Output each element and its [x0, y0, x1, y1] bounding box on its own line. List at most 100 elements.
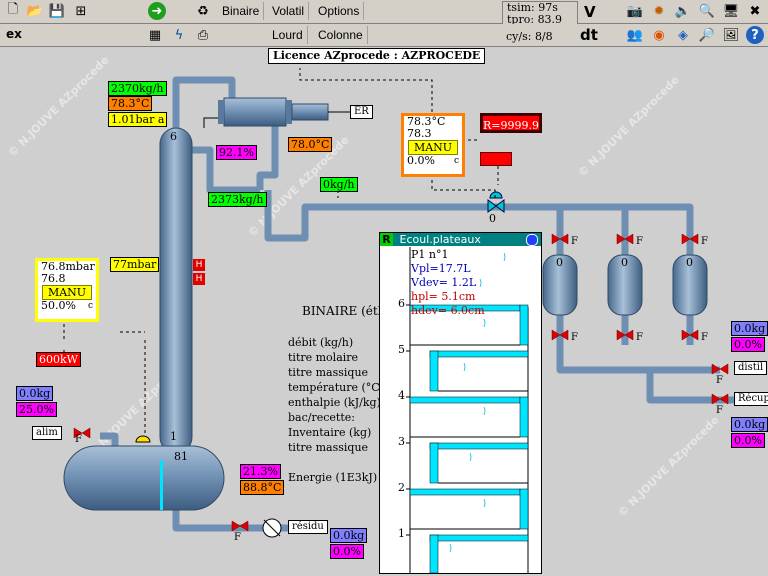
controller-output-value: 0.0%: [407, 154, 435, 167]
new-file-icon[interactable]: 🗋: [7, 2, 19, 17]
distillate-valve-position: 0: [489, 212, 496, 225]
condenser-shell: [291, 103, 329, 121]
open-folder-icon[interactable]: 📂: [26, 3, 44, 19]
camera-icon[interactable]: 📷: [626, 3, 644, 19]
pipes: [100, 76, 735, 532]
controller-c: c: [453, 156, 459, 166]
plate-flow-window[interactable]: R Ecoul.plateaux P1 n°1 Vpl=17.7L V: [379, 232, 542, 574]
forward-arrow-icon[interactable]: ➜: [148, 2, 166, 20]
help-icon[interactable]: ?: [746, 26, 764, 44]
tank-valve-label: F: [571, 332, 578, 343]
printer-icon[interactable]: ⎙: [197, 27, 209, 43]
save-icon[interactable]: 💾: [48, 3, 66, 19]
controller-mode[interactable]: MANU: [42, 285, 92, 300]
tank-level-2: 0: [621, 256, 628, 269]
tank-valve-label: F: [636, 332, 643, 343]
zoom-in-icon[interactable]: 🔍: [698, 3, 716, 19]
distillate-valve-actuator: [489, 191, 503, 199]
plate-bottom-number: 1: [170, 430, 177, 443]
storage-tank-2: [607, 254, 643, 316]
vapor-bubbles: [449, 252, 506, 553]
top-temp-controller[interactable]: 78.3°C 78.3 MANU 0.0%c: [401, 113, 465, 177]
info-line-enthalpie: enthalpie (kJ/kg): [288, 396, 381, 409]
lourd-button[interactable]: Lourd: [268, 26, 308, 44]
plate-window-titlebar[interactable]: R Ecoul.plateaux: [380, 233, 541, 246]
tank-valve-label: F: [701, 236, 708, 247]
options-button[interactable]: Options: [314, 2, 365, 20]
controller-sp: 76.8: [41, 272, 66, 285]
plate-hdev: hdev= 6.0cm: [411, 304, 485, 317]
plate-liquid: [409, 304, 529, 573]
plate-window-close-icon[interactable]: [526, 234, 538, 246]
mode-text: ex: [6, 27, 22, 41]
gear-icon[interactable]: ✹: [653, 3, 665, 19]
license-banner: Licence AZprocede : AZPROCEDE: [268, 48, 486, 64]
heat-pct-tag: 21.3%: [240, 464, 281, 479]
plate-vdev: Vdev= 1.2L: [411, 276, 477, 289]
recup-pipe: [646, 370, 735, 404]
info-line-titre-massique-2: titre massique: [288, 441, 369, 454]
reboiler-power-tag: 600kW: [36, 352, 81, 367]
zoom-out-icon[interactable]: 🔎: [698, 27, 716, 43]
volatil-button[interactable]: Volatil: [268, 2, 310, 20]
bottoms-pipe: [172, 510, 290, 532]
tank-valve-label: F: [701, 332, 708, 343]
toolbar-row1: 🗋 📂 💾 ⊞ ➜ ♻ Binaire Volatil Options tsim…: [0, 0, 768, 47]
condenser-cap-left: [218, 100, 224, 124]
distillate-flow-tag: 0kg/h: [320, 177, 358, 192]
binaire-button[interactable]: Binaire: [218, 2, 265, 20]
plate-diagram: [406, 247, 529, 573]
lightning-icon[interactable]: ϟ: [174, 27, 184, 43]
browser-icon[interactable]: ◉: [653, 27, 665, 43]
distillate-valve[interactable]: [487, 199, 505, 213]
v-label[interactable]: V: [584, 3, 596, 21]
overhead-temp-tag: 78.3°C: [108, 96, 153, 111]
calculator-icon[interactable]: ▦: [148, 27, 162, 43]
distillation-column: [159, 127, 193, 454]
users-icon[interactable]: 👥: [626, 27, 644, 43]
cooling-water-out: [203, 117, 218, 128]
control-valves[interactable]: [73, 233, 729, 532]
feed-pct-tag: 25.0%: [16, 402, 57, 417]
distil-flow-tag: 0.0kg: [731, 321, 768, 336]
tree-icon[interactable]: ⊞: [75, 3, 87, 19]
controller-mode[interactable]: MANU: [408, 140, 458, 155]
pressure-controller[interactable]: 76.8mbar 76.8 MANU 50.0%c: [35, 258, 99, 322]
toolbar-row2: ex ▦ ϟ ⎙ Lourd Colonne cy/s: 8/8 dt 👥 ◉ …: [0, 24, 768, 47]
bottoms-cooler-line: [263, 519, 281, 537]
speaker-icon[interactable]: 🔈: [674, 3, 692, 19]
controller-output: 0.0% c: [404, 155, 462, 167]
tank-outlet-pipes: [556, 315, 720, 374]
info-line-temperature: température (°C): [288, 381, 384, 394]
condenser-cap-right: [286, 100, 292, 124]
high-alarm-1: H: [193, 259, 205, 271]
refresh-icon[interactable]: ♻: [197, 3, 209, 19]
controller-output-value: 50.0%: [41, 299, 76, 312]
controller-sp: 78.3: [407, 127, 432, 140]
binary-title: BINAIRE (éth: [302, 304, 386, 318]
plate-label-3: 3: [398, 435, 405, 448]
cys-label: cy/s:: [506, 30, 532, 43]
distil-label: distil: [734, 361, 768, 375]
red-setpoint-box[interactable]: R=9999.9: [480, 113, 542, 133]
distil-pct-tag: 0.0%: [731, 337, 765, 352]
tank-inlet-pipes: [556, 207, 694, 260]
reflux-ratio-tag: 92.1%: [216, 145, 257, 160]
feed-valve-label: F: [75, 434, 82, 445]
red-indicator: [480, 152, 512, 166]
colonne-button[interactable]: Colonne: [314, 26, 368, 44]
close-icon[interactable]: ✖: [749, 3, 761, 19]
plate-number: P1 n°1: [411, 248, 449, 261]
plate-window-title: Ecoul.plateaux: [399, 233, 481, 246]
info-line-debit: débit (kg/h): [288, 336, 354, 349]
plate-window-badge: R: [380, 233, 393, 246]
dt-label[interactable]: dt: [580, 26, 598, 44]
plate-ticks: [406, 304, 410, 536]
feed-sensor: [135, 435, 151, 443]
plate-label-2: 2: [398, 481, 405, 494]
feed-pipe: [100, 432, 119, 448]
monitor-icon[interactable]: 🖥: [722, 3, 740, 19]
picture-icon[interactable]: 🖼: [722, 27, 740, 43]
cube-icon[interactable]: ◈: [678, 27, 688, 43]
recup-flow-tag: 0.0kg: [731, 417, 768, 432]
